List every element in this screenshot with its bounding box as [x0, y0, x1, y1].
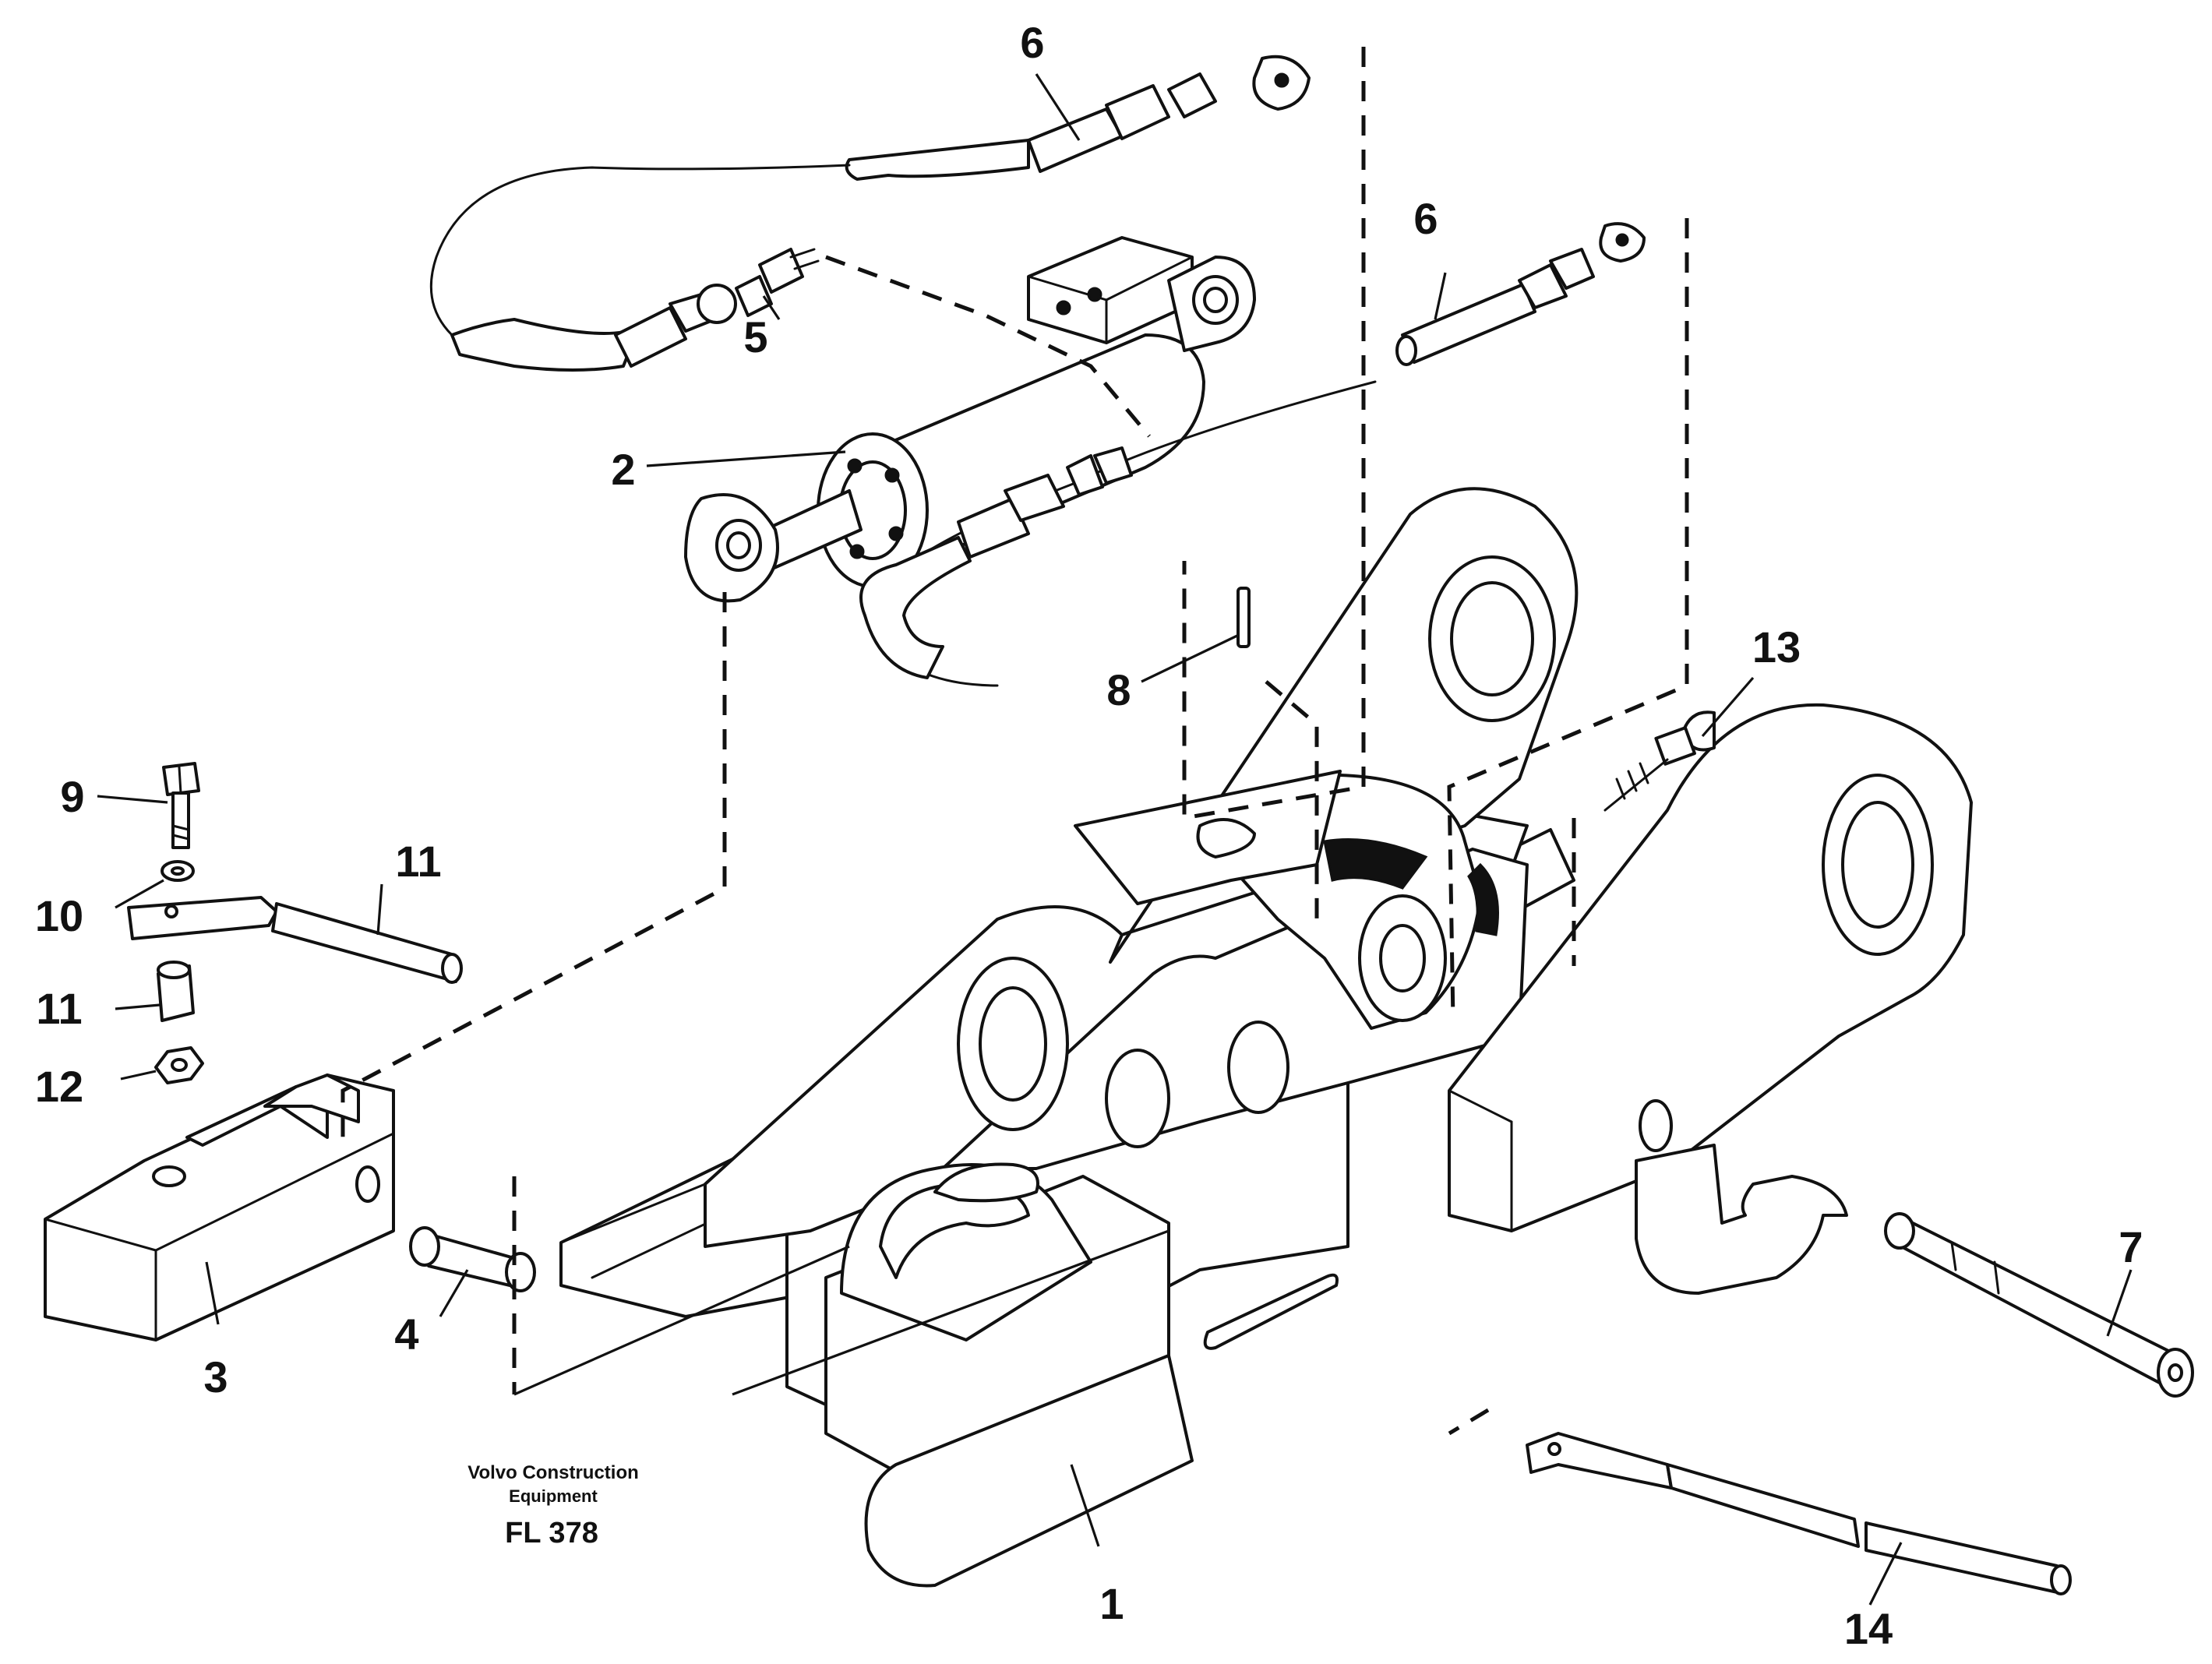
long-pin-part-7 [1884, 1212, 2194, 1398]
pin-part-4 [409, 1226, 536, 1292]
callout-6-lower: 6 [1413, 194, 1438, 243]
nut-part-13 [154, 1046, 204, 1084]
mark-line-1: Volvo Construction [467, 1462, 639, 1483]
assembly-dashed-lines [340, 47, 1689, 1436]
callout-14: 13 [1752, 622, 1801, 672]
grease-nipple-part-14 [1603, 710, 1716, 812]
callout-7: 7 [2119, 1222, 2143, 1271]
callout-9: 9 [60, 772, 84, 821]
link-rod-part-11-lower [1526, 1432, 2072, 1595]
screw-part-9 [162, 762, 200, 849]
callout-6-upper: 6 [1020, 18, 1044, 67]
locking-block-part-3 [44, 1073, 395, 1341]
callout-2: 2 [611, 445, 635, 494]
callout-10: 10 [35, 891, 83, 940]
callout-1: 1 [1099, 1579, 1124, 1628]
hose-part-6-lower [859, 222, 1646, 687]
callout-5: 5 [743, 312, 767, 361]
spring-pin-part-8 [1237, 587, 1251, 648]
callout-leaders [97, 73, 2133, 1606]
hose-part-6-upper [429, 55, 1311, 372]
fitting-part-5 [735, 248, 820, 317]
mark-line-2: Equipment [509, 1486, 598, 1506]
washer-part-10 [161, 860, 195, 882]
mark-code: FL 378 [505, 1517, 598, 1549]
link-rod-part-11-upper [127, 896, 463, 984]
callout-11-upper: 11 [395, 837, 441, 886]
callout-3: 3 [203, 1352, 228, 1401]
callout-8: 8 [1106, 665, 1131, 714]
callout-labels: 1 2 3 4 5 6 6 7 8 9 10 11 11 12 13 14 [35, 18, 2143, 1653]
manufacturer-mark: Volvo Construction Equipment FL 378 [467, 1462, 639, 1549]
callout-11-lower: 14 [1844, 1604, 1893, 1653]
callout-12: 11 [36, 984, 82, 1033]
spacer-part-12 [157, 961, 195, 1022]
callout-13: 12 [35, 1062, 83, 1111]
callout-4: 4 [394, 1310, 418, 1359]
coupler-frame-part-1 [559, 487, 1973, 1588]
